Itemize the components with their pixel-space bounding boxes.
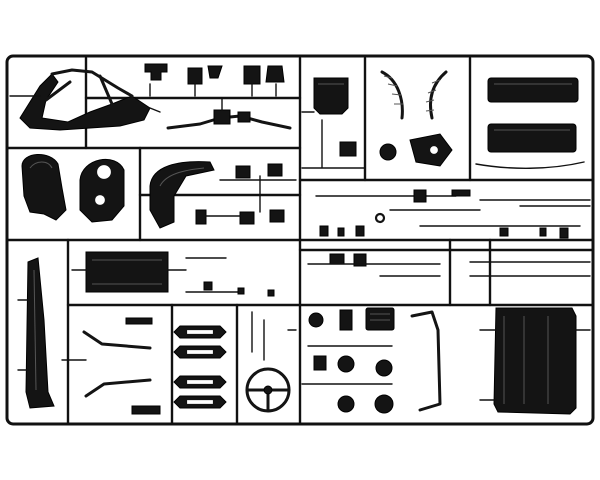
cylinder-head-parts: [21, 154, 125, 223]
suspension-arm-part: [166, 97, 292, 130]
small-pins-row: [315, 189, 591, 239]
oval-fitting-parts: [173, 325, 227, 409]
engine-block-part: [71, 251, 275, 297]
steering-wheel-part: [245, 311, 297, 413]
large-panel-part: [479, 307, 591, 415]
fender-part: [149, 161, 215, 229]
round-small-parts: [301, 253, 591, 414]
exhaust-pipe-parts: [61, 317, 161, 415]
small-block-parts: [195, 163, 297, 225]
exhaust-tube-parts: [379, 70, 453, 167]
chassis-frame-part: [9, 68, 161, 131]
long-bracket-part: [17, 257, 55, 409]
small-parts-top-strip: [144, 63, 285, 97]
seat-panel-part: [301, 77, 365, 169]
battery-box-parts: [475, 77, 585, 169]
hose-frame-part: [410, 310, 442, 412]
